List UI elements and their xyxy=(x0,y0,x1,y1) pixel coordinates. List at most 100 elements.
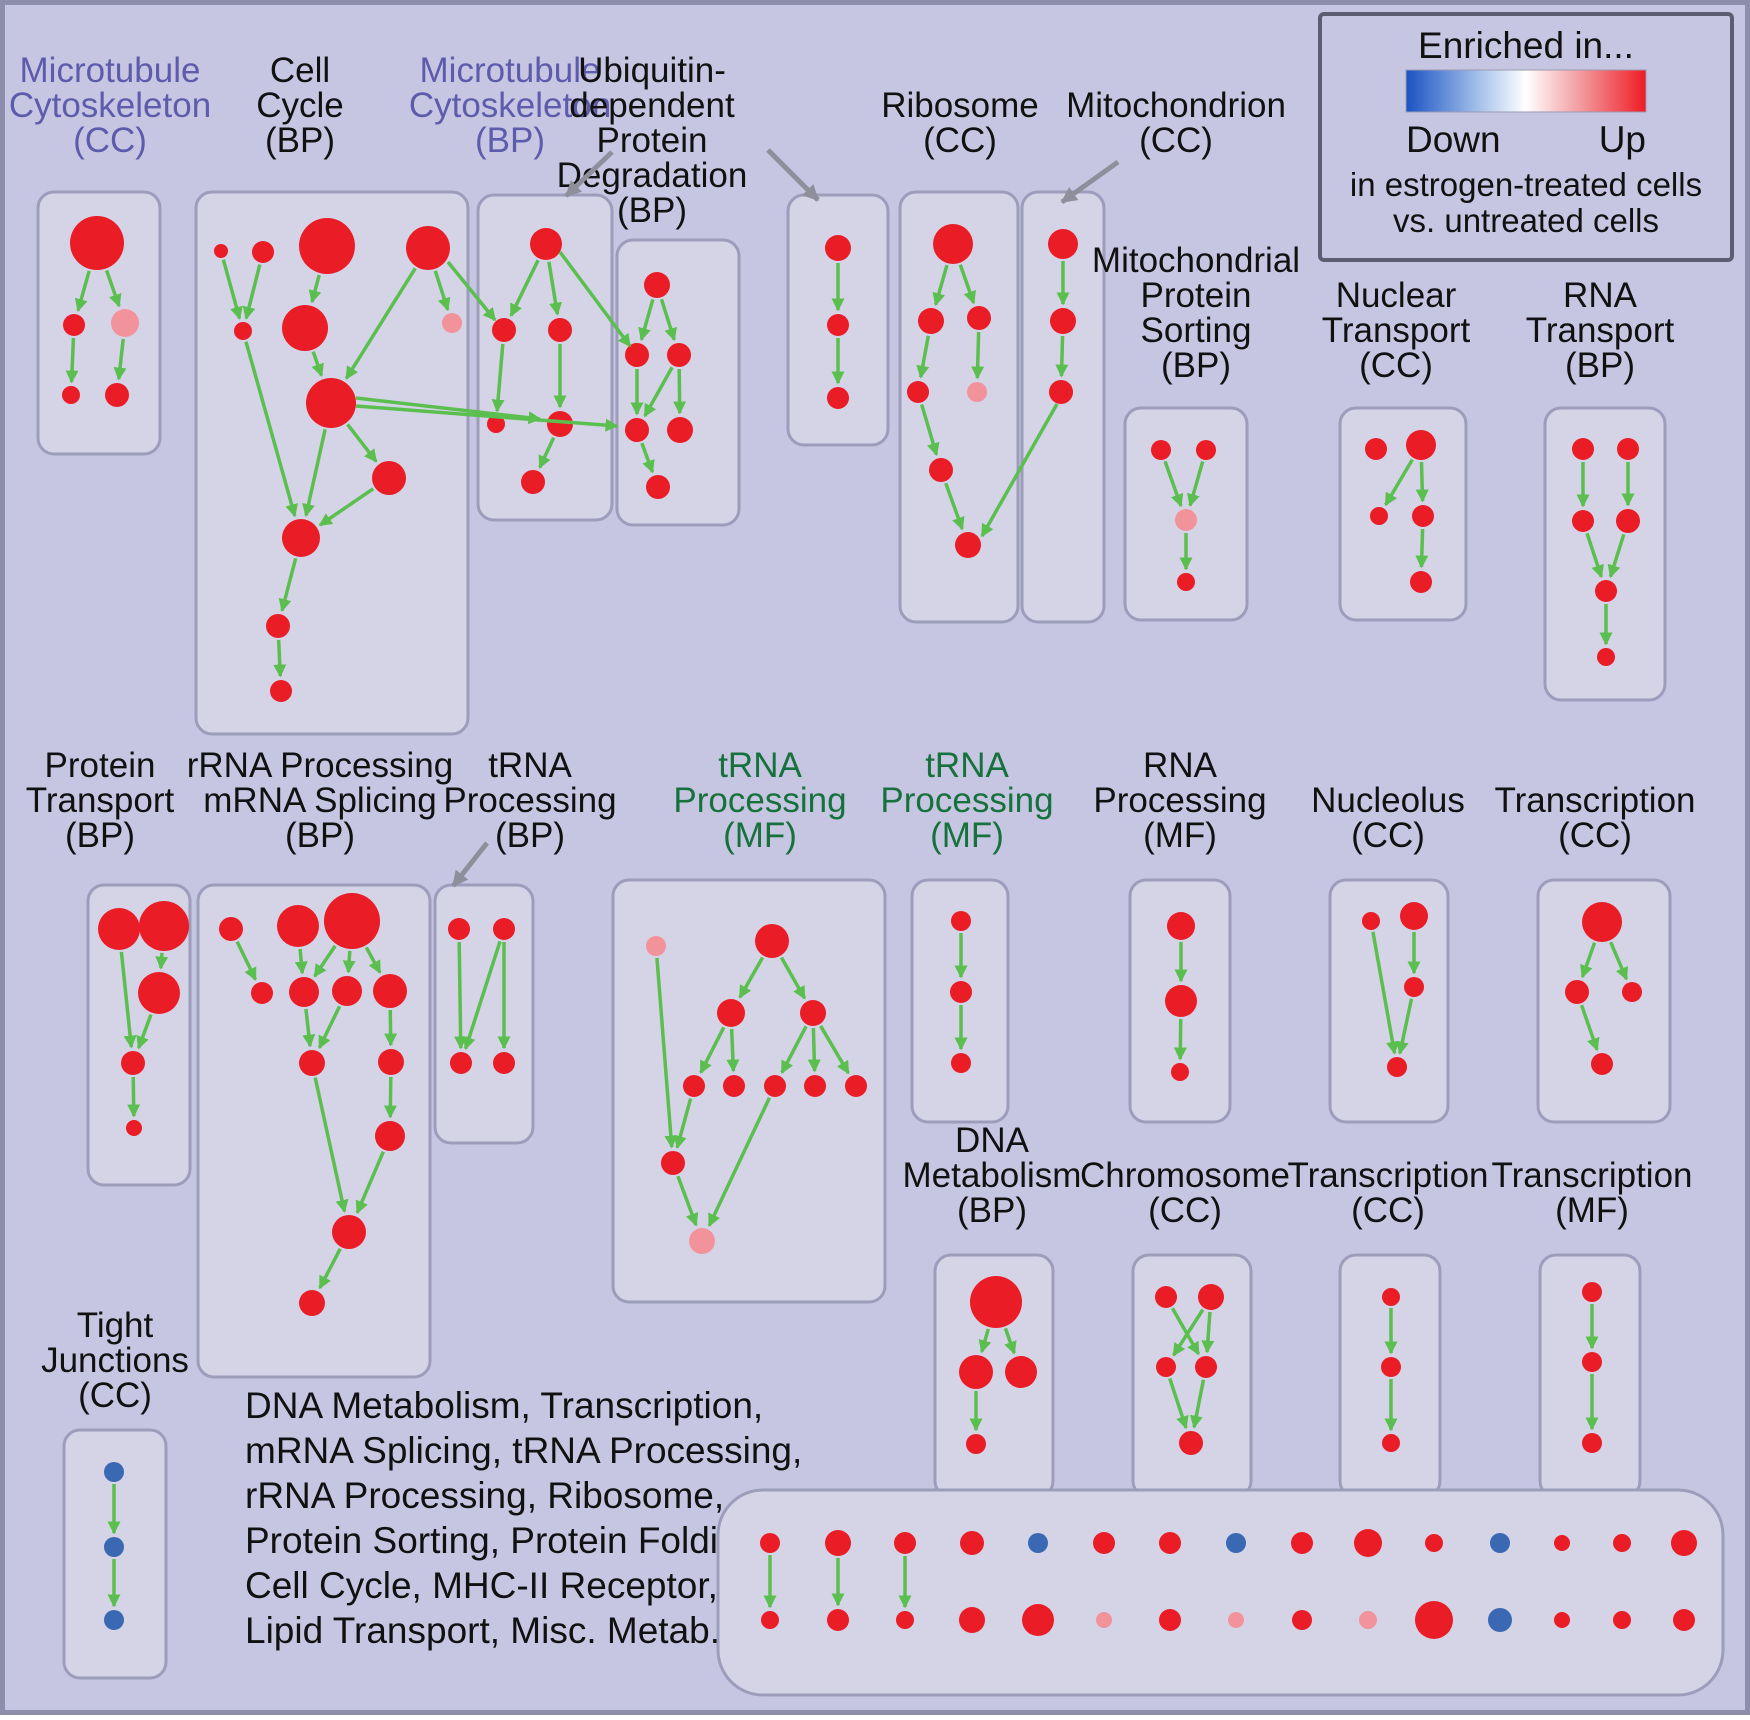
go-term-node xyxy=(1404,977,1424,997)
footnote-line: DNA Metabolism, Transcription, xyxy=(245,1385,763,1426)
go-term-node xyxy=(967,382,987,402)
go-term-node xyxy=(375,1121,405,1151)
edge-arrow xyxy=(679,369,680,413)
panel-label-mitochondrion-cc: (CC) xyxy=(1139,121,1213,160)
panel-label-rrna-processing-mrna-splicing-bp: mRNA Splicing xyxy=(203,781,436,820)
go-term-node xyxy=(1159,1532,1181,1554)
go-term-node xyxy=(1613,1534,1631,1552)
panel-label-dna-metabolism-bp: DNA xyxy=(955,1121,1030,1160)
go-term-node xyxy=(800,1000,826,1026)
go-term-node xyxy=(282,305,328,351)
go-term-node xyxy=(332,976,362,1006)
panel-label-trna-processing-mf-small: tRNA xyxy=(925,746,1009,785)
go-term-node xyxy=(324,893,380,949)
go-term-node xyxy=(104,1462,124,1482)
go-term-node xyxy=(1671,1530,1697,1556)
panel-label-mitochondrion-cc: Mitochondrion xyxy=(1066,86,1286,125)
go-term-node xyxy=(1196,440,1216,460)
go-term-node xyxy=(804,1075,826,1097)
go-term-node xyxy=(521,470,545,494)
panel-label-rna-transport-bp: RNA xyxy=(1563,276,1638,315)
panel-label-ubiquitin-dependent-protein-degradation-bp: Ubiquitin- xyxy=(578,51,726,90)
edge-arrow xyxy=(133,1077,134,1116)
panel-label-rrna-processing-mrna-splicing-bp: rRNA Processing xyxy=(187,746,453,785)
go-term-node xyxy=(219,917,243,941)
panel-label-protein-transport-bp: Protein xyxy=(45,746,156,785)
go-term-node xyxy=(951,1053,971,1073)
go-term-node xyxy=(1597,648,1615,666)
panel-label-cell-cycle-bp: (BP) xyxy=(265,121,335,160)
panel-label-transcription-mf: (MF) xyxy=(1555,1191,1629,1230)
go-term-node xyxy=(1591,1053,1613,1075)
go-term-node xyxy=(689,1228,715,1254)
go-term-node xyxy=(282,519,320,557)
footnote-line: Cell Cycle, MHC-II Receptor, xyxy=(245,1565,718,1606)
bottom-strip xyxy=(718,1490,1723,1695)
go-term-node xyxy=(717,999,745,1027)
go-term-node xyxy=(1171,1063,1189,1081)
go-term-node xyxy=(1048,229,1078,259)
go-term-node xyxy=(105,383,129,407)
footnote-line: Protein Sorting, Protein Folding, xyxy=(245,1520,769,1561)
go-term-node xyxy=(1362,912,1380,930)
go-term-node xyxy=(1617,438,1639,460)
panel-label-trna-processing-mf-small: (MF) xyxy=(930,816,1004,855)
panel-label-trna-processing-mf-large: tRNA xyxy=(718,746,802,785)
go-term-node xyxy=(827,314,849,336)
go-term-node xyxy=(1005,1356,1037,1388)
edge-arrow xyxy=(1061,336,1062,376)
go-term-node xyxy=(1582,1352,1602,1372)
go-term-node xyxy=(1400,902,1428,930)
go-term-node xyxy=(121,1051,145,1075)
panel-label-transcription-cc-bottom: (CC) xyxy=(1351,1191,1425,1230)
go-term-node xyxy=(548,318,572,342)
panel-label-protein-transport-bp: Transport xyxy=(26,781,175,820)
go-term-node xyxy=(918,308,944,334)
panel-box-chromosome-cc xyxy=(1133,1255,1251,1497)
go-term-node xyxy=(270,680,292,702)
go-term-node xyxy=(98,908,140,950)
go-term-node xyxy=(139,901,189,951)
panel-label-microtubule-cytoskeleton-bp: Microtubule xyxy=(420,51,601,90)
panel-label-mitochondrial-protein-sorting-bp: (BP) xyxy=(1161,346,1231,385)
panel-label-microtubule-cytoskeleton-cc: (CC) xyxy=(73,121,147,160)
edge-arrow xyxy=(1421,462,1422,501)
go-term-node xyxy=(755,924,789,958)
panel-label-trna-processing-bp: (BP) xyxy=(495,816,565,855)
go-term-node xyxy=(667,343,691,367)
go-term-node xyxy=(251,982,273,1004)
go-term-node xyxy=(450,1052,472,1074)
panel-label-tight-junctions-cc: Tight xyxy=(77,1306,154,1345)
go-term-node xyxy=(970,1276,1022,1328)
go-term-node xyxy=(661,1151,685,1175)
go-term-node xyxy=(845,1075,867,1097)
edge-arrow xyxy=(813,1028,814,1071)
go-term-node xyxy=(1151,440,1171,460)
go-term-node xyxy=(827,387,849,409)
panel-label-tight-junctions-cc: Junctions xyxy=(41,1341,189,1380)
go-term-node xyxy=(1554,1535,1570,1551)
go-term-node xyxy=(492,318,516,342)
panel-box-nucleolus-cc xyxy=(1330,880,1448,1122)
legend-caption-line2: vs. untreated cells xyxy=(1393,202,1659,239)
panel-label-microtubule-cytoskeleton-cc: Microtubule xyxy=(20,51,201,90)
go-term-node xyxy=(1572,438,1594,460)
go-term-node xyxy=(1049,380,1073,404)
panel-label-microtubule-cytoskeleton-cc: Cytoskeleton xyxy=(9,86,211,125)
go-term-node xyxy=(896,1611,914,1629)
edge-arrow xyxy=(72,338,74,382)
panel-label-ubiquitin-dependent-protein-degradation-bp: (BP) xyxy=(617,191,687,230)
go-term-node xyxy=(894,1532,916,1554)
panel-label-ubiquitin-dependent-protein-degradation-bp: dependent xyxy=(569,86,735,125)
go-term-node xyxy=(530,228,562,260)
go-term-node xyxy=(955,532,981,558)
go-term-node xyxy=(1179,1431,1203,1455)
go-term-node xyxy=(1381,1357,1401,1377)
go-term-node xyxy=(1370,507,1388,525)
go-term-node xyxy=(761,1611,779,1629)
go-term-node xyxy=(406,226,450,270)
go-term-node xyxy=(951,911,971,931)
panel-label-protein-transport-bp: (BP) xyxy=(65,816,135,855)
go-term-node xyxy=(1359,1611,1377,1629)
